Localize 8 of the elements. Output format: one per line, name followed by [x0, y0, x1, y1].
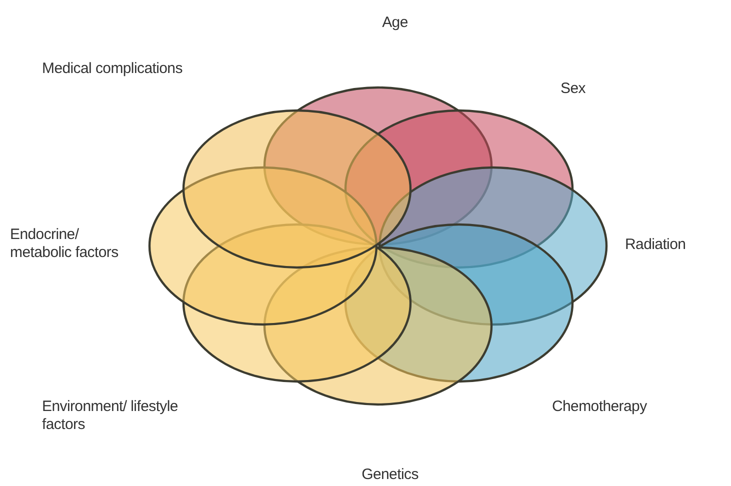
factor-label: Environment/ lifestyle factors	[42, 398, 179, 434]
factor-label: Genetics	[360, 466, 420, 484]
factor-label: Chemotherapy	[552, 398, 648, 416]
factor-label: Endocrine/ metabolic factors	[10, 226, 120, 262]
factor-label: Age	[381, 14, 409, 32]
factor-label: Sex	[560, 80, 586, 98]
factor-label: Radiation	[625, 236, 687, 254]
factor-label: Medical complications	[42, 60, 184, 78]
